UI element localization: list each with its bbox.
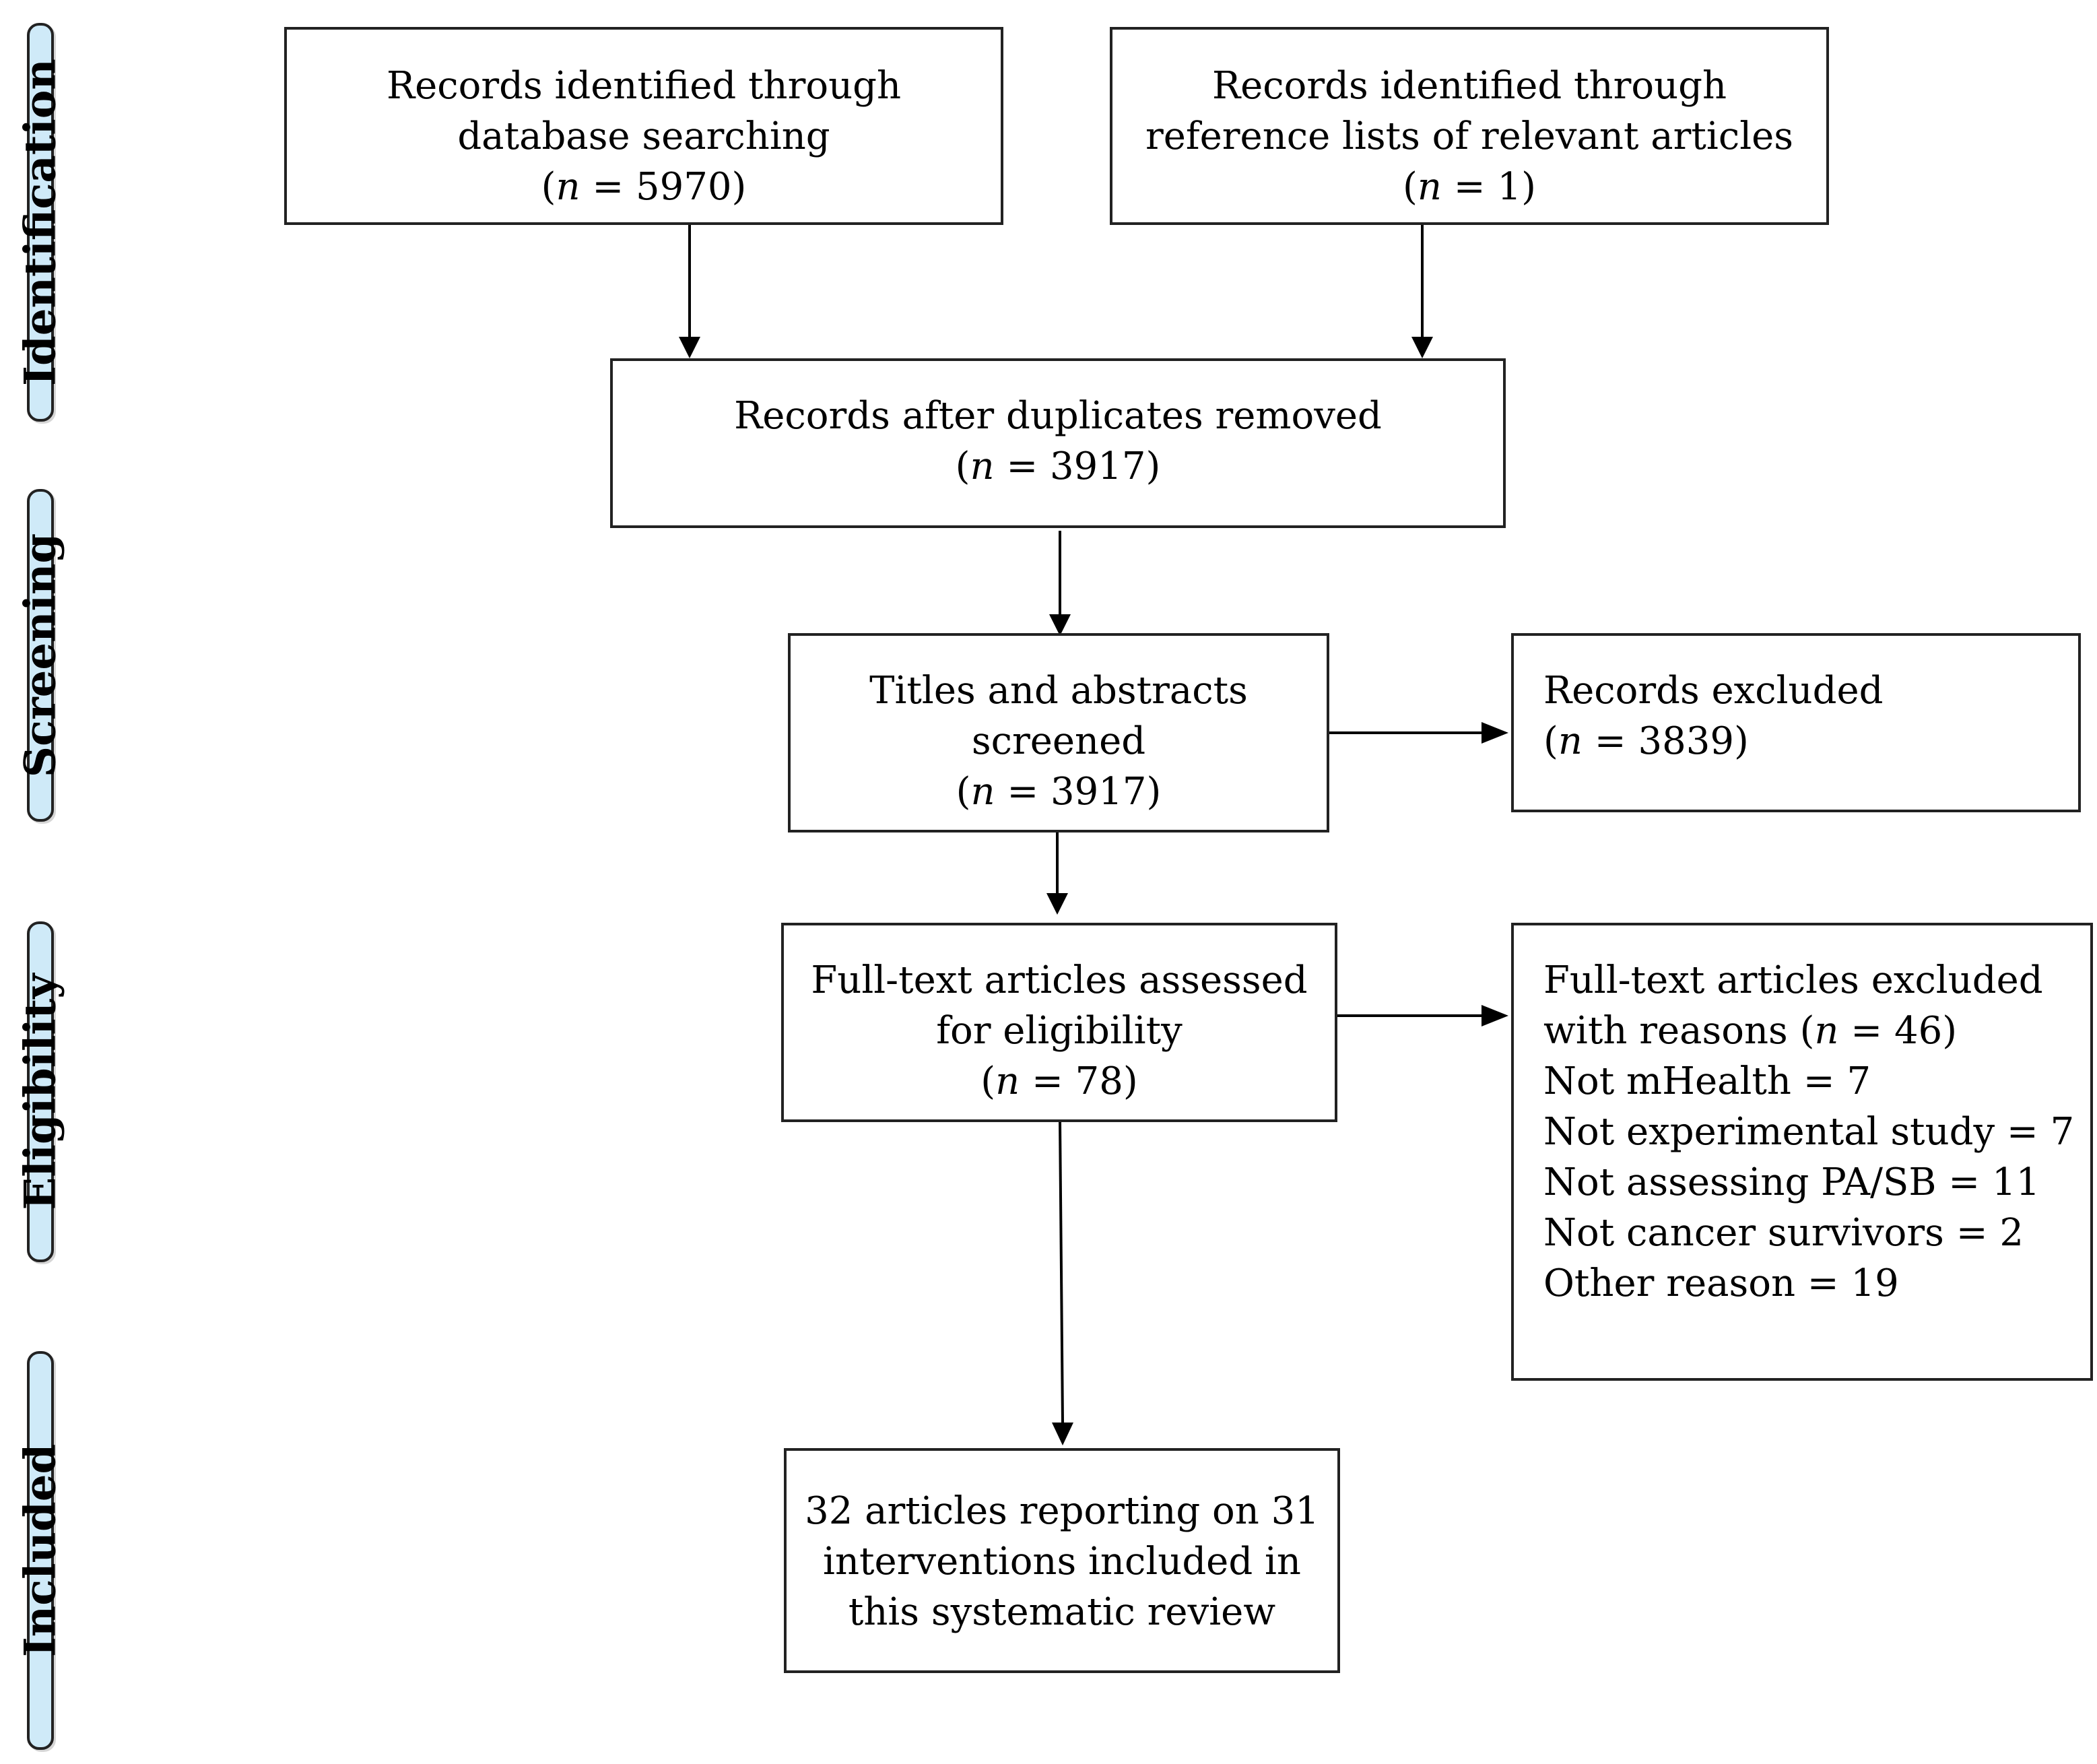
included-line1: 32 articles reporting on 31 (805, 1489, 1319, 1533)
arrowhead-fulltext-excluded (1482, 1005, 1508, 1026)
stage-included: Included (15, 1351, 66, 1750)
box-fulltext-excluded: Full-text articles excluded with reasons… (1511, 923, 2093, 1381)
fulltext-line2: for eligibility (936, 1009, 1183, 1053)
fulltext-line1: Full-text articles assessed (811, 958, 1308, 1002)
stage-screening: Screening (15, 489, 66, 822)
duplicates-count: (n = 3917) (955, 445, 1161, 488)
arrowhead-included (1052, 1423, 1073, 1445)
exclusion-reason: Not cancer survivors = 2 (1543, 1211, 2024, 1255)
box-reference-lists: Records identified through reference lis… (1110, 27, 1829, 225)
screened-line2: screened (971, 719, 1146, 763)
included-line2: interventions included in (823, 1540, 1301, 1583)
screened-line1: Titles and abstracts (869, 669, 1248, 713)
included-line3: this systematic review (848, 1590, 1276, 1634)
exclusion-reason: Not experimental study = 7 (1543, 1110, 2075, 1154)
database-line1: Records identified through (386, 64, 902, 108)
references-line1: Records identified through (1211, 64, 1727, 108)
fulltext-excluded-line1: Full-text articles excluded (1543, 958, 2043, 1002)
exclusion-reason: Not assessing PA/SB = 11 (1543, 1161, 2040, 1204)
database-line2: database searching (457, 115, 830, 158)
box-titles-abstracts-screened: Titles and abstracts screened (n = 3917) (788, 633, 1329, 832)
exclusion-reason: Not mHealth = 7 (1543, 1059, 1871, 1103)
box-fulltext-assessed: Full-text articles assessed for eligibil… (781, 923, 1337, 1122)
arrowhead-excluded (1482, 722, 1508, 744)
exclusion-reason: Other reason = 19 (1543, 1262, 1899, 1305)
duplicates-line1: Records after duplicates removed (734, 394, 1382, 438)
fulltext-count: (n = 78) (980, 1059, 1138, 1103)
stage-eligibility: Eligibility (15, 921, 66, 1262)
arrow-fulltext-to-included (1059, 1120, 1064, 1423)
box-records-excluded: Records excluded (n = 3839) (1511, 633, 2081, 812)
box-database-search: Records identified through database sear… (284, 27, 1003, 225)
arrowhead-duplicates (1049, 614, 1071, 636)
arrowhead-references (1411, 337, 1433, 358)
arrowhead-database (679, 337, 700, 358)
arrowhead-fulltext (1046, 893, 1068, 915)
excluded-count: (n = 3839) (1543, 719, 1749, 763)
screened-count: (n = 3917) (956, 770, 1162, 814)
box-included-studies: 32 articles reporting on 31 intervention… (784, 1448, 1340, 1673)
excluded-line1: Records excluded (1543, 669, 1884, 713)
references-count: (n = 1) (1403, 165, 1536, 209)
box-duplicates-removed: Records after duplicates removed (n = 39… (610, 358, 1506, 528)
stage-identification: Identification (15, 23, 66, 422)
fulltext-excluded-line2: with reasons (n = 46) (1543, 1009, 1958, 1053)
references-line2: reference lists of relevant articles (1145, 115, 1793, 158)
database-count: (n = 5970) (541, 165, 747, 209)
